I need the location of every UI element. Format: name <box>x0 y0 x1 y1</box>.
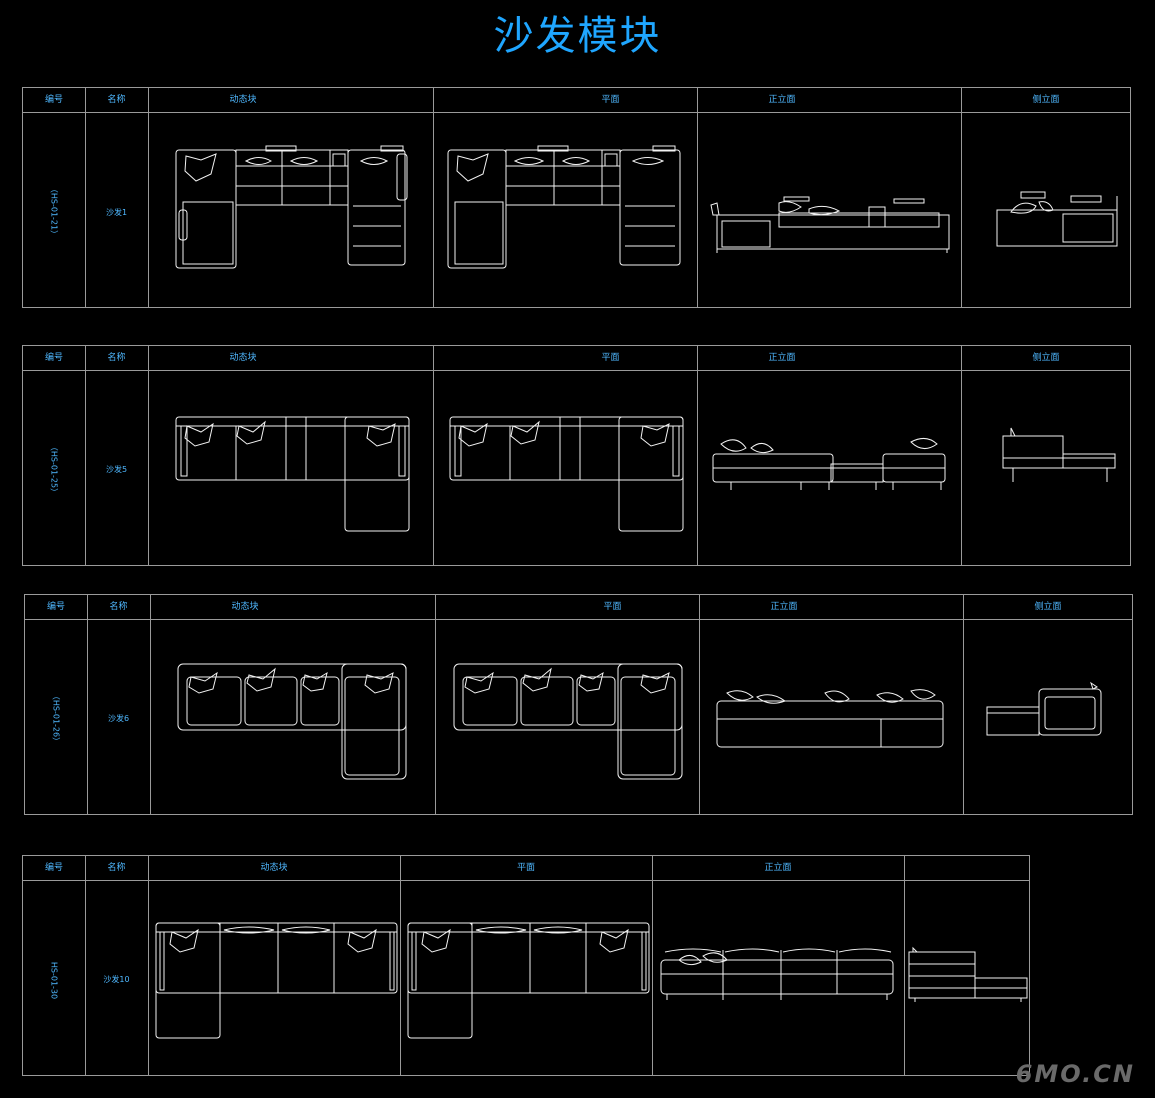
sofa-1-dynamic-block-drawing[interactable] <box>171 145 411 271</box>
sofa-6-front-elevation-drawing[interactable] <box>715 687 945 749</box>
row-code: （HS-01-21） <box>49 184 59 239</box>
row-name: 沙发6 <box>107 714 130 723</box>
sofa-6-side-elevation-drawing[interactable] <box>985 681 1105 741</box>
row-code: （HS-01-26） <box>51 691 61 746</box>
block-table-1: 编号 名称 动态块 平面 正立面 侧立面 （HS-01-21） 沙发1 <box>22 87 1131 308</box>
block-table-4: 编号 名称 动态块 平面 正立面 HS-01-30 沙发10 <box>22 855 1030 1076</box>
sofa-10-plan-drawing[interactable] <box>406 920 651 1042</box>
header-plan: 平面 <box>516 863 535 873</box>
sofa-1-plan-drawing[interactable] <box>443 145 688 271</box>
table-header <box>25 595 1132 620</box>
header-name: 名称 <box>109 602 128 612</box>
header-front-elevation: 正立面 <box>768 353 796 363</box>
sofa-5-dynamic-block-drawing[interactable] <box>173 414 413 536</box>
sofa-1-front-elevation-drawing[interactable] <box>709 193 954 258</box>
header-name: 名称 <box>107 95 126 105</box>
row-code: HS-01-30 <box>49 961 59 1000</box>
header-plan: 平面 <box>601 353 620 363</box>
sofa-5-plan-drawing[interactable] <box>447 414 687 536</box>
header-front-elevation: 正立面 <box>768 95 796 105</box>
header-side-elevation: 侧立面 <box>1034 602 1062 612</box>
page-title: 沙发模块 <box>493 13 662 59</box>
row-name: 沙发5 <box>105 465 128 474</box>
header-side-elevation: 侧立面 <box>1032 353 1060 363</box>
header-front-elevation: 正立面 <box>770 602 798 612</box>
header-code: 编号 <box>44 353 63 363</box>
header-side-elevation: 侧立面 <box>1032 95 1060 105</box>
sofa-10-dynamic-block-drawing[interactable] <box>154 920 399 1042</box>
header-dynamic-block: 动态块 <box>260 863 288 873</box>
table-header <box>23 856 1029 881</box>
header-front-elevation: 正立面 <box>764 863 792 873</box>
block-table-2: 编号 名称 动态块 平面 正立面 侧立面 （HS-01-25） 沙发5 <box>22 345 1131 566</box>
sofa-1-side-elevation-drawing[interactable] <box>991 188 1126 253</box>
sofa-5-side-elevation-drawing[interactable] <box>1001 424 1121 489</box>
header-code: 编号 <box>44 95 63 105</box>
header-code: 编号 <box>44 863 63 873</box>
header-dynamic-block: 动态块 <box>229 353 257 363</box>
header-name: 名称 <box>107 353 126 363</box>
sofa-5-front-elevation-drawing[interactable] <box>711 434 956 496</box>
table-header <box>23 88 1130 113</box>
header-name: 名称 <box>107 863 126 873</box>
watermark: 6MO.CN <box>1015 1060 1135 1088</box>
sofa-6-dynamic-block-drawing[interactable] <box>175 661 410 783</box>
block-table-3: 编号 名称 动态块 平面 正立面 侧立面 （HS-01-26） 沙发6 <box>24 594 1133 815</box>
sofa-6-plan-drawing[interactable] <box>451 661 686 783</box>
header-plan: 平面 <box>603 602 622 612</box>
header-dynamic-block: 动态块 <box>229 95 257 105</box>
header-plan: 平面 <box>601 95 620 105</box>
sofa-10-front-elevation-drawing[interactable] <box>657 944 897 1004</box>
sofa-10-side-elevation-drawing[interactable] <box>907 946 1029 1006</box>
row-code: （HS-01-25） <box>49 442 59 497</box>
row-name: 沙发10 <box>103 975 130 984</box>
header-dynamic-block: 动态块 <box>231 602 259 612</box>
header-code: 编号 <box>46 602 65 612</box>
table-header <box>23 346 1130 371</box>
row-name: 沙发1 <box>105 208 128 217</box>
